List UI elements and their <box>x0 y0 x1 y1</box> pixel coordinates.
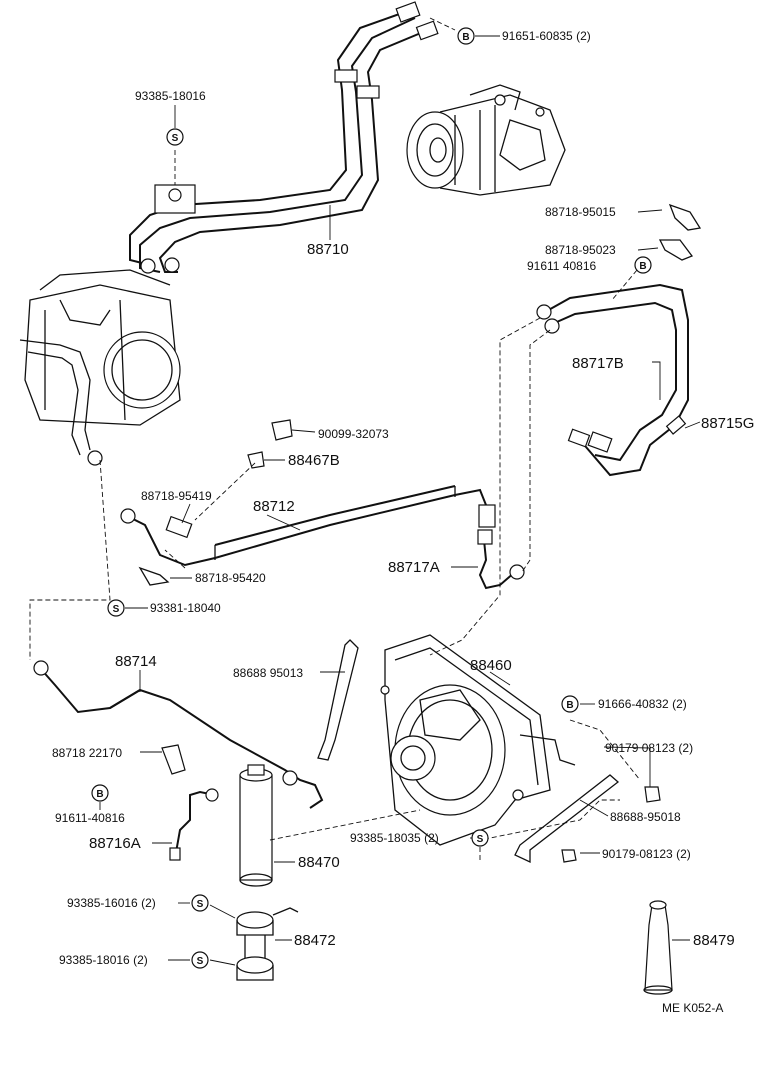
svg-text:B: B <box>639 261 646 272</box>
label-88470: 88470 <box>298 854 340 871</box>
drawing-code: ME K052-A <box>662 1001 723 1015</box>
clip-88718-95023 <box>658 239 694 261</box>
label-88712: 88712 <box>253 498 295 515</box>
svg-text:S: S <box>197 956 204 967</box>
svg-text:B: B <box>96 789 103 800</box>
label-88479: 88479 <box>693 932 735 949</box>
svg-text:S: S <box>477 834 484 845</box>
label-90099-32073: 90099-32073 <box>318 427 389 441</box>
label-88717b: 88717B <box>572 355 624 372</box>
hose-88712 <box>120 485 496 567</box>
boot-88479 <box>643 900 673 995</box>
label-88716a: 88716A <box>89 835 141 852</box>
label-88718-95420: 88718-95420 <box>195 571 266 585</box>
label-88688-95018: 88688-95018 <box>610 810 681 824</box>
hose-88714 <box>33 660 324 809</box>
bracket-88688-95013 <box>317 639 359 761</box>
label-88718-95023: 88718-95023 <box>545 243 616 257</box>
clip-88718-95420 <box>138 566 170 586</box>
svg-text:B: B <box>462 32 469 43</box>
label-88718-95015: 88718-95015 <box>545 205 616 219</box>
leader-lines <box>99 35 701 966</box>
nut-90179-08123-b <box>561 849 577 863</box>
svg-text:S: S <box>113 604 120 615</box>
label-90179-08123-b: 90179-08123 (2) <box>602 847 691 861</box>
label-88718-22170: 88718 22170 <box>52 746 122 760</box>
compressor <box>406 84 566 196</box>
label-90179-08123-a: 90179 08123 (2) <box>605 741 693 755</box>
grommet-90099-32073 <box>271 419 293 441</box>
label-91611-40816-a: 91611 40816 <box>527 259 597 273</box>
tag-b-2: B <box>634 256 652 274</box>
hose-assembly-88710 <box>129 1 439 274</box>
label-91651-60835: 91651-60835 (2) <box>502 29 591 43</box>
label-93385-18035: 93385-18035 (2) <box>350 831 439 845</box>
label-88714: 88714 <box>115 653 157 670</box>
bracket-88688-95018 <box>514 774 620 864</box>
tag-s-1: S <box>166 128 184 146</box>
hose-88717a <box>477 529 525 590</box>
tag-s-5: S <box>191 951 209 969</box>
clip-88718-22170 <box>161 744 186 775</box>
tag-b-1: B <box>457 27 475 45</box>
label-88688-95013: 88688 95013 <box>233 666 303 680</box>
label-93385-18016: 93385-18016 <box>135 89 206 103</box>
label-93381-18040: 93381-18040 <box>150 601 221 615</box>
bracket-88472 <box>236 907 299 981</box>
receiver-88470 <box>239 764 273 887</box>
blower-unit <box>19 269 181 466</box>
label-88467b: 88467B <box>288 452 340 469</box>
label-93385-16016: 93385-16016 (2) <box>67 896 156 910</box>
label-88717a: 88717A <box>388 559 440 576</box>
label-88460: 88460 <box>470 657 512 674</box>
tag-s-4: S <box>191 894 209 912</box>
tube-88716a <box>169 788 219 861</box>
label-88710: 88710 <box>307 241 349 258</box>
hose-88717b-88715g <box>536 283 689 477</box>
label-91611-40816-b: 91611-40816 <box>55 811 125 825</box>
condenser-88460 <box>380 634 576 846</box>
clip-88467b <box>247 451 265 469</box>
tag-b-3: B <box>561 695 579 713</box>
label-93385-18016-2: 93385-18016 (2) <box>59 953 148 967</box>
nut-90179-08123-a <box>644 786 661 803</box>
svg-text:B: B <box>566 700 573 711</box>
tag-s-2: S <box>107 599 125 617</box>
label-88715g: 88715G <box>701 415 754 432</box>
clip-88718-95015 <box>668 203 702 231</box>
label-91666-40832: 91666-40832 (2) <box>598 697 687 711</box>
tag-b-4: B <box>91 784 109 802</box>
label-88472: 88472 <box>294 932 336 949</box>
tag-s-3: S <box>471 829 489 847</box>
svg-text:S: S <box>172 133 179 144</box>
reference-lines <box>29 17 643 860</box>
svg-text:S: S <box>197 899 204 910</box>
label-88718-95419: 88718-95419 <box>141 489 212 503</box>
